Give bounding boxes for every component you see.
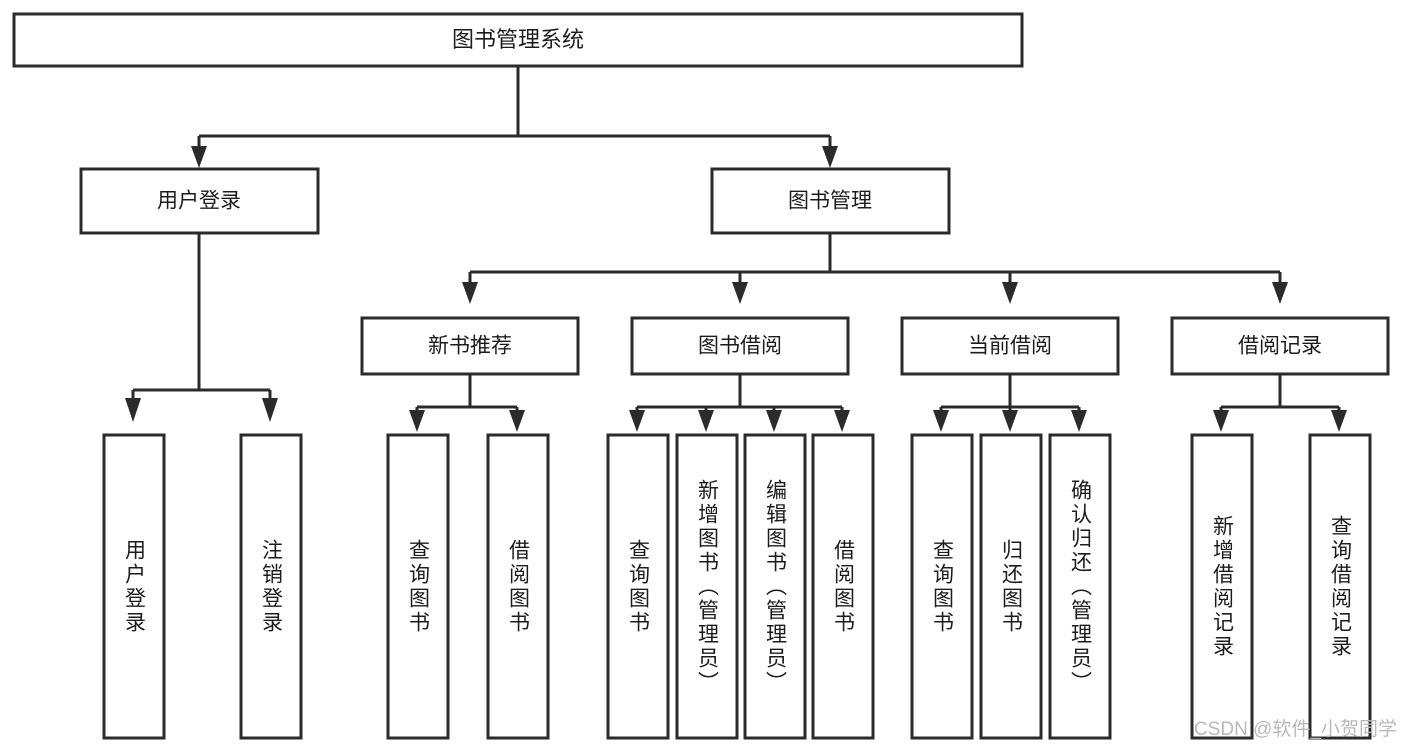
node-leaf-add-book-label: 新增图书（管理员） (695, 478, 719, 695)
node-root[interactable]: 图书管理系统 (12, 12, 1024, 68)
connector-group-borrow-record-to-leaves (1213, 374, 1347, 432)
node-leaf-query-book-3-box[interactable] (910, 433, 974, 740)
arrow-head-book-management (822, 146, 838, 168)
node-user-login-label: 用户登录 (157, 190, 241, 213)
node-leaf-borrow-book-2-label: 借阅图书 (831, 538, 855, 635)
node-new-book-recommend[interactable]: 新书推荐 (360, 316, 580, 376)
arrow-head-leaf-user-login (125, 398, 141, 422)
leaf-box-group (102, 433, 1372, 740)
node-new-book-recommend-label: 新书推荐 (428, 335, 512, 358)
node-leaf-query-book-1-label: 查询图书 (406, 538, 430, 635)
node-user-login[interactable]: 用户登录 (79, 167, 320, 235)
node-leaf-add-record-box[interactable] (1190, 433, 1254, 740)
arrow-head-leaf-borrow-book-2 (834, 410, 850, 432)
node-leaf-add-record-label: 新增借阅记录 (1210, 514, 1234, 659)
node-leaf-query-book-1-box[interactable] (386, 433, 450, 740)
node-root-box[interactable] (12, 12, 1024, 68)
connector-group-book-management-to-level3 (462, 233, 1288, 304)
arrow-head-new-book-recommend (462, 282, 478, 304)
arrow-head-leaf-query-record (1331, 410, 1347, 432)
node-leaf-query-book-2-box[interactable] (606, 433, 670, 740)
node-leaf-borrow-book-1-box[interactable] (486, 433, 550, 740)
node-leaf-user-login-box[interactable] (102, 433, 166, 740)
node-borrow-record-box[interactable] (1170, 316, 1390, 376)
arrow-head-leaf-add-record (1213, 410, 1229, 432)
node-book-management-label: 图书管理 (788, 190, 872, 213)
connector-group-current-borrow-to-leaves (933, 374, 1087, 432)
node-leaf-borrow-book-1-label: 借阅图书 (506, 538, 530, 635)
node-book-borrow-box[interactable] (630, 316, 850, 376)
node-leaf-query-book-2-label: 查询图书 (626, 538, 650, 635)
arrow-head-leaf-add-book (698, 410, 714, 432)
connector-group-user-login-to-leaves (125, 233, 278, 422)
node-leaf-query-record-label: 查询借阅记录 (1328, 514, 1352, 659)
node-leaf-logout-login-label: 注销登录 (259, 538, 283, 635)
node-leaf-borrow-book-2-box[interactable] (811, 433, 875, 740)
arrow-head-leaf-query-book-2 (629, 410, 645, 432)
arrow-head-book-borrow (732, 282, 748, 304)
arrow-head-leaf-borrow-book-1 (509, 410, 525, 432)
node-leaf-logout-login-box[interactable] (239, 433, 303, 740)
node-book-management[interactable]: 图书管理 (710, 167, 951, 235)
arrow-head-leaf-query-book-1 (409, 410, 425, 432)
arrow-head-leaf-confirm-return (1071, 410, 1087, 432)
arrow-head-leaf-return-book (1002, 410, 1018, 432)
arrow-head-user-login (191, 146, 207, 168)
arrow-head-current-borrow (1002, 282, 1018, 304)
connector-group-root-to-level2 (191, 66, 838, 168)
node-leaf-confirm-return-box[interactable] (1048, 433, 1112, 740)
node-new-book-recommend-box[interactable] (360, 316, 580, 376)
node-root-label: 图书管理系统 (452, 27, 584, 52)
arrow-head-leaf-query-book-3 (933, 410, 949, 432)
node-leaf-query-record-box[interactable] (1308, 433, 1372, 740)
node-leaf-query-book-3-label: 查询图书 (930, 538, 954, 635)
node-leaf-edit-book-box[interactable] (743, 433, 807, 740)
node-current-borrow[interactable]: 当前借阅 (900, 316, 1120, 376)
node-book-management-box[interactable] (710, 167, 951, 235)
node-borrow-record-label: 借阅记录 (1238, 335, 1322, 358)
node-book-borrow-label: 图书借阅 (698, 335, 782, 358)
node-leaf-edit-book-label: 编辑图书（管理员） (763, 478, 787, 695)
node-leaf-return-book-label: 归还图书 (999, 538, 1023, 635)
node-leaf-user-login-label: 用户登录 (122, 538, 146, 635)
csdn-watermark: CSDN @软件_小贺同学 (1194, 719, 1397, 740)
arrow-head-borrow-record (1272, 282, 1288, 304)
arrow-head-leaf-logout-login (262, 398, 278, 422)
node-book-borrow[interactable]: 图书借阅 (630, 316, 850, 376)
connector-group-new-book-recommend-to-leaves (409, 374, 525, 432)
node-leaf-confirm-return-label: 确认归还（管理员） (1068, 478, 1092, 695)
node-current-borrow-label: 当前借阅 (968, 335, 1052, 358)
node-borrow-record[interactable]: 借阅记录 (1170, 316, 1390, 376)
node-leaf-add-book-box[interactable] (675, 433, 739, 740)
node-current-borrow-box[interactable] (900, 316, 1120, 376)
connector-group-book-borrow-to-leaves (629, 374, 850, 432)
arrow-head-leaf-edit-book (766, 410, 782, 432)
node-leaf-return-book-box[interactable] (979, 433, 1043, 740)
node-user-login-box[interactable] (79, 167, 320, 235)
